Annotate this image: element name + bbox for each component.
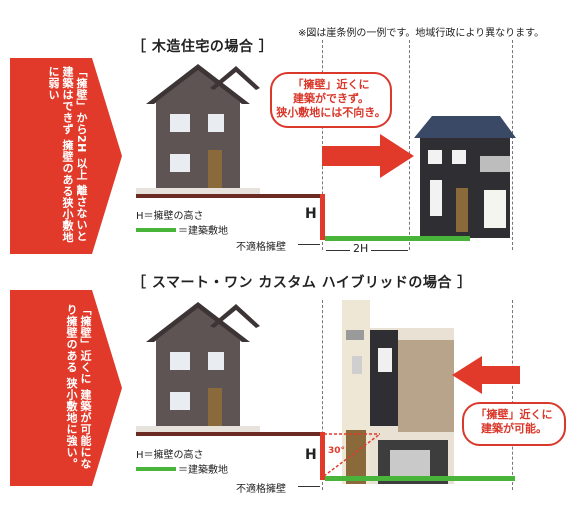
move-arrow-left [452,356,520,394]
guide-line [512,40,513,250]
building-site-line [325,236,470,241]
legend-h: H＝擁壁の高さ [136,450,204,461]
upper-ground-line [136,432,324,436]
guide-line [322,300,323,490]
retaining-wall [320,194,325,240]
side-tag-wooden: 「擁壁」から2H 以上 離さないと建築はできず 擁壁のある狭小敷地に弱い [10,58,122,254]
guide-line [409,40,410,250]
height-label: H [305,206,317,222]
side-tag-text: 「擁壁」近くに 建築が可能になり擁壁のある 狭小敷地に強い。 [65,304,92,470]
bubble-line: 狭小敷地には不向き。 [276,106,386,119]
guide-line [322,40,323,250]
leader-line [298,486,320,487]
wooden-house-illustration [136,64,260,196]
legend-h: H＝擁壁の高さ [136,211,204,222]
leader-line [298,244,320,245]
height-label: H [305,447,317,463]
disclaimer-note: ※図は崖条例の一例です。地域行政により異なります。 [298,28,545,39]
section-title-wooden: ［ 木造住宅の場合 ］ [132,39,274,55]
legend-site: ＝建築敷地 [178,226,228,237]
wooden-house-illustration [136,302,260,434]
bubble-line: 建築ができず。 [293,92,369,105]
distance-label: 2H [350,242,372,255]
legend-site: ＝建築敷地 [178,465,228,476]
building-site-line [325,476,515,481]
angle-label: 30° [328,446,346,456]
bubble-line: 建築が可能。 [481,422,547,435]
side-tag-text: 「擁壁」から2H 以上 離さないと建築はできず 擁壁のある狭小敷地に弱い [47,66,88,243]
retaining-wall [320,432,325,480]
modern-house-illustration [414,116,516,238]
nonconforming-wall-label: 不適格擁壁 [236,242,286,253]
speech-bubble-hybrid: 「擁壁」近くに 建築が可能。 [462,402,566,446]
speech-bubble-wooden: 「擁壁」近くに 建築ができず。 狭小敷地には不向き。 [270,72,392,128]
move-arrow-right [322,134,414,178]
bubble-line: 「擁壁」近くに [475,408,553,421]
nonconforming-wall-label: 不適格擁壁 [236,484,286,495]
upper-ground-line [136,194,324,198]
bubble-line: 「擁壁」近くに [292,78,370,91]
arrow-tag-shape [10,58,122,254]
side-tag-hybrid: 「擁壁」近くに 建築が可能になり擁壁のある 狭小敷地に強い。 [10,290,122,486]
angle-guide [324,433,381,477]
legend-site-swatch [136,467,176,471]
section-title-hybrid: ［ スマート・ワン カスタム ハイブリッドの場合 ］ [132,275,472,291]
arrow-tag-shape [10,290,122,486]
guide-line [512,300,513,490]
legend-site-swatch [136,228,176,232]
